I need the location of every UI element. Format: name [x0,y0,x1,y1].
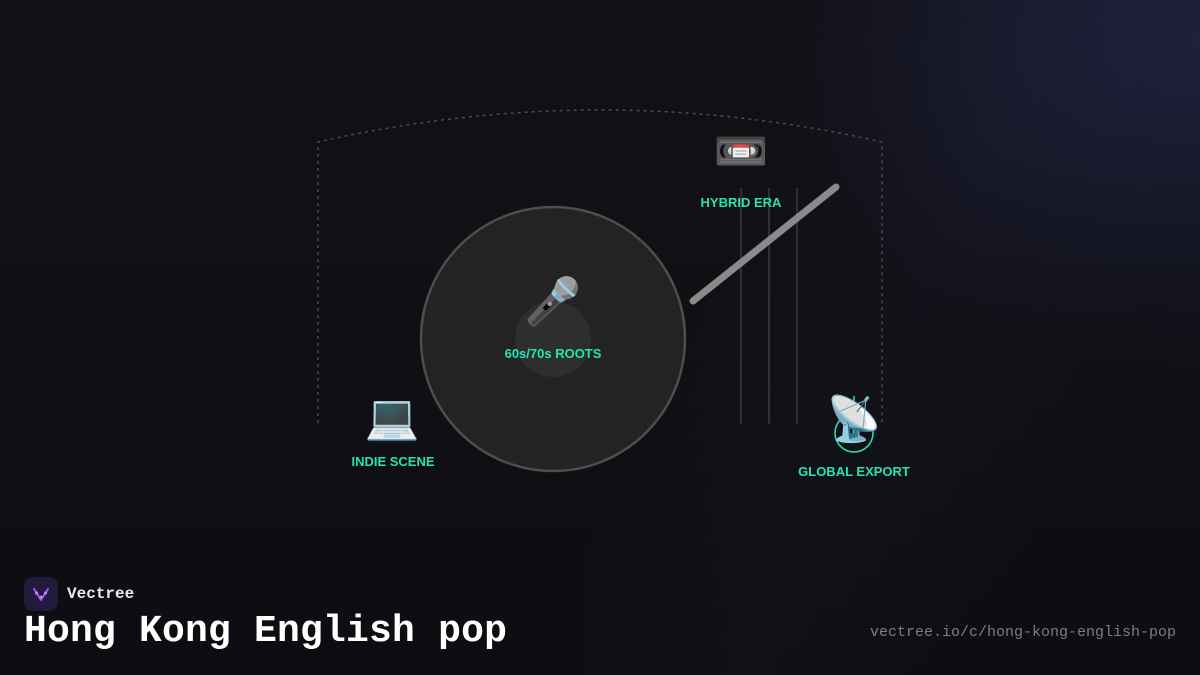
tonearm [689,183,840,305]
laptop-icon: 💻 [364,392,420,443]
vectree-logo-mark [33,588,49,601]
videocassette-icon: 📼 [713,126,769,177]
node-label-global: GLOBAL EXPORT [798,464,910,479]
brand: Vectree [24,577,134,611]
node-label-indie: INDIE SCENE [351,454,435,469]
arch-frame [317,109,883,423]
page-url: vectree.io/c/hong-kong-english-pop [869,624,1176,641]
record-label-center [515,301,591,377]
brand-name: Vectree [67,585,135,603]
node-label-roots: 60s/70s ROOTS [504,346,602,361]
page-title: Hong Kong English pop [24,610,508,653]
microphone-icon: 🎤 [524,274,582,328]
vectree-logo-icon [24,577,58,611]
node-label-hybrid: HYBRID ERA [700,195,782,210]
satellite-dish-icon: 📡 [826,394,882,445]
